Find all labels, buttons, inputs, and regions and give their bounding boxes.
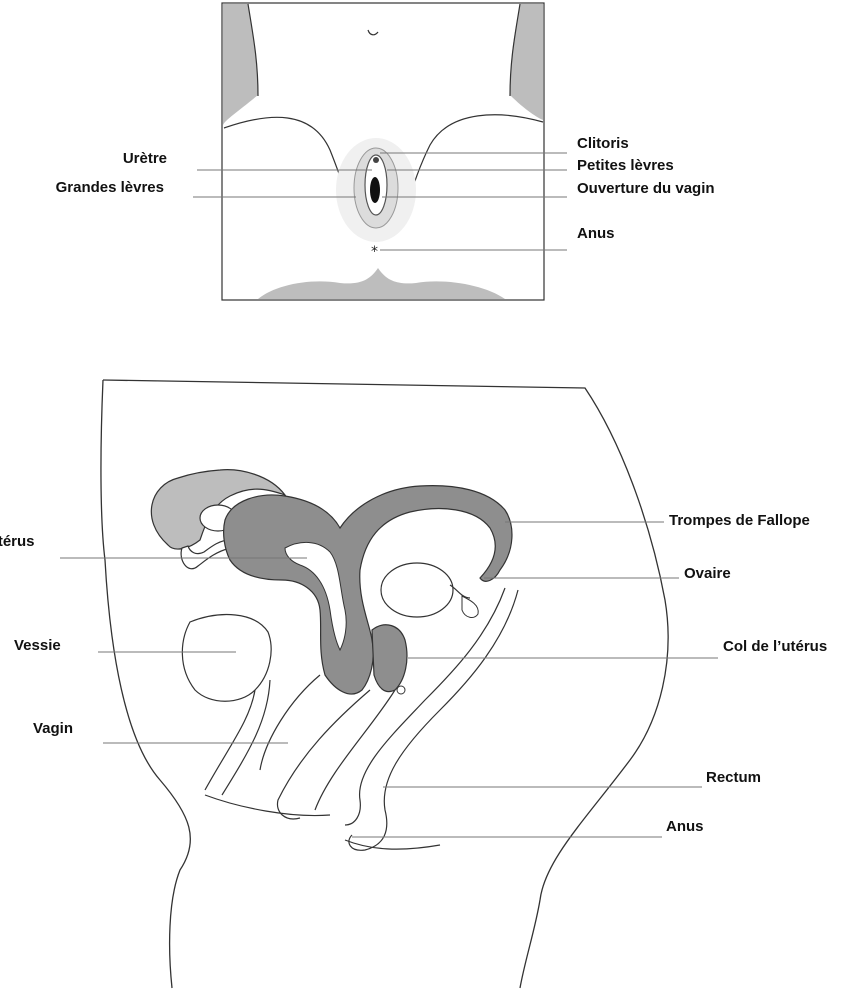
vaginal-opening-shape [370,177,380,203]
vagina-shape [277,690,395,819]
cervix-os [397,686,405,694]
label-trompes-de-fallope: Trompes de Fallope [669,512,810,530]
rectum-shape-inner [345,588,505,825]
label-col-de-l-uterus: Col de l’utérus [723,638,827,656]
label-petites-levres: Petites lèvres [577,157,674,175]
label-uretre: Urètre [123,150,167,168]
bladder-shape [182,615,271,702]
label-clitoris: Clitoris [577,135,629,153]
pelvic-curve-2 [205,795,330,816]
external-view-diagram: * [193,3,567,300]
label-grandes-levres: Grandes lèvres [56,179,164,197]
label-vessie: Vessie [14,637,61,655]
internal-view-diagram [60,380,718,988]
label-ovaire: Ovaire [684,565,731,583]
label-anus-internal: Anus [666,818,704,836]
perineum-curve [345,840,440,849]
label-anus-external: Anus [577,225,615,243]
cervix-shape [372,625,407,692]
clitoris-shape [373,157,379,163]
anus-mark: * [371,244,378,260]
label-rectum: Rectum [706,769,761,787]
label-uterus: Utérus [0,533,35,551]
right-ovary [381,563,453,617]
right-fimbria [462,596,478,617]
body-outline-left [101,380,190,988]
label-vagin: Vagin [33,720,73,738]
label-ouverture-du-vagin: Ouverture du vagin [577,180,715,198]
